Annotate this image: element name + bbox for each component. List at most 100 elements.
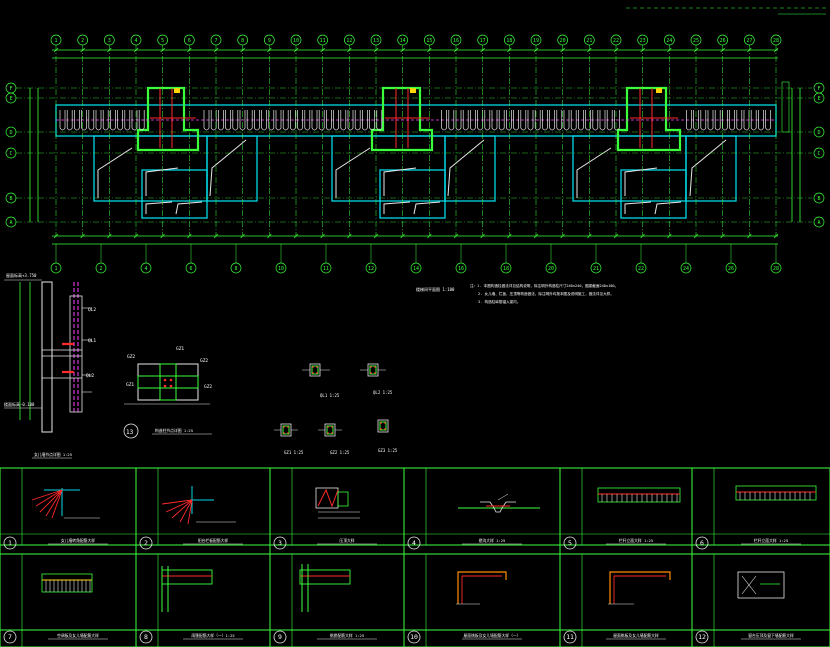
axis-label-bottom: 18 bbox=[503, 266, 509, 272]
axis-bubble-top bbox=[450, 34, 462, 46]
detail-caption: 屋面挑板及女儿墙配筋大样 bbox=[613, 633, 659, 638]
gz2-caption: GZ2 1:25 bbox=[330, 450, 350, 455]
axis-label-row: F bbox=[9, 86, 12, 92]
axis-label-top: 12 bbox=[346, 38, 352, 44]
detail-caption: 女儿墙转角配筋大样 bbox=[61, 538, 95, 543]
axis-label-row: D bbox=[817, 130, 820, 136]
detail-caption: 栏杆立面大样 1:25 bbox=[619, 538, 653, 543]
detail-13-marker bbox=[123, 423, 139, 439]
axis-label-row: A bbox=[817, 220, 820, 226]
axis-bubble-row bbox=[813, 216, 825, 228]
axis-label-bottom: 16 bbox=[458, 266, 464, 272]
detail-caption: 栏杆立面大样 1:25 bbox=[754, 538, 788, 543]
note-2: 2. 女儿墙、栏板、压顶等构造做法，除注明外均按本图及说明施工，做法详见大样。 bbox=[478, 291, 614, 296]
axis-bubble-top bbox=[50, 34, 62, 46]
axis-bubble-top bbox=[717, 34, 729, 46]
beam-column-sections: QL1 1:25 QL2 1:25 GZ1 1:25 GZ2 1:25 GZ3 … bbox=[274, 363, 398, 455]
detail-caption: 檐沟大样 1:25 bbox=[479, 538, 506, 543]
detail-number-marker bbox=[695, 536, 709, 550]
axis-label-top: 10 bbox=[293, 38, 299, 44]
axis-label-row: B bbox=[817, 196, 820, 202]
axis-label-bottom: 2 bbox=[99, 266, 102, 272]
gz-label-4: GZ1 bbox=[126, 382, 134, 388]
axis-bubble-top bbox=[290, 34, 302, 46]
detail-number-marker bbox=[563, 630, 577, 644]
ql1-caption: QL1 1:25 bbox=[320, 393, 340, 398]
plan-caption: 楼梯间平面图 1:100 bbox=[416, 286, 455, 292]
detail-number-marker bbox=[3, 536, 17, 550]
ql2-caption: QL2 1:25 bbox=[373, 390, 393, 395]
axis-bubble-top bbox=[130, 34, 142, 46]
axis-label-top: 27 bbox=[746, 38, 752, 44]
axis-label-bottom: 8 bbox=[234, 266, 237, 272]
axis-label-bottom: 28 bbox=[773, 266, 779, 272]
detail-number-marker bbox=[407, 536, 421, 550]
axis-bubble-top bbox=[157, 34, 169, 46]
gz-label-2: GZ1 bbox=[176, 346, 184, 352]
detail-number-marker bbox=[139, 536, 153, 550]
axis-label-top: 13 bbox=[373, 38, 379, 44]
axis-bubble-top bbox=[263, 34, 275, 46]
detail-number: 5 bbox=[568, 539, 572, 547]
axis-bubble-top bbox=[663, 34, 675, 46]
detail-number: 9 bbox=[278, 633, 282, 641]
detail-number: 3 bbox=[278, 539, 282, 547]
axis-bubble-row bbox=[5, 147, 17, 159]
axis-bubble-top bbox=[583, 34, 595, 46]
axis-bubble-top bbox=[77, 34, 89, 46]
axis-label-bottom: 24 bbox=[683, 266, 689, 272]
detail-number: 11 bbox=[566, 633, 574, 641]
axis-label-bottom: 21 bbox=[593, 266, 599, 272]
detail-number: 7 bbox=[8, 633, 12, 641]
axis-bubble-top bbox=[557, 34, 569, 46]
axis-label-top: 15 bbox=[426, 38, 432, 44]
axis-label-top: 21 bbox=[586, 38, 592, 44]
axis-bubble-top bbox=[103, 34, 115, 46]
detail-number-marker bbox=[407, 630, 421, 644]
top-level-label: 屋面标高+3.750 bbox=[6, 272, 37, 278]
detail-caption: 雨篷配筋大样（一）1:25 bbox=[191, 633, 234, 638]
axis-label-top: 14 bbox=[400, 38, 406, 44]
detail-number-marker bbox=[273, 630, 287, 644]
axis-bubble-top bbox=[317, 34, 329, 46]
detail-number: 1 bbox=[8, 539, 12, 547]
axis-bubble-top bbox=[183, 34, 195, 46]
detail-number-marker bbox=[695, 630, 709, 644]
axis-bubble-row bbox=[5, 126, 17, 138]
axis-bubble-top bbox=[370, 34, 382, 46]
axis-bubble-row bbox=[813, 126, 825, 138]
detail-caption: 窗台压顶及窗下墙配筋大样 bbox=[748, 633, 794, 638]
axis-label-row: F bbox=[817, 86, 820, 92]
bottom-level-label: 楼面标高-0.100 bbox=[4, 401, 35, 407]
note-1: 注：1. 本图构造柱做法详见结构说明，除注明外构造柱尺寸240x240，圈梁截面… bbox=[470, 283, 618, 288]
detail-caption: 空调板及女儿墙配筋大样 bbox=[57, 633, 99, 638]
axis-label-bottom: 10 bbox=[278, 266, 284, 272]
detail-caption: 挑檐配筋大样 1:25 bbox=[330, 633, 364, 638]
axis-label-top: 23 bbox=[640, 38, 646, 44]
notes: 注：1. 本图构造柱做法详见结构说明，除注明外构造柱尺寸240x240，圈梁截面… bbox=[470, 283, 618, 304]
note-3: 3. 构造柱纵筋锚入梁内。 bbox=[478, 299, 520, 304]
axis-label-bottom: 26 bbox=[728, 266, 734, 272]
parapet-section-detail: 屋面标高+3.750 楼面标高-0.100 QL2 QL1 QL2 女儿墙节点详… bbox=[4, 272, 96, 459]
axis-label-top: 7 bbox=[214, 38, 217, 44]
axis-bubble-row bbox=[5, 92, 17, 104]
detail-number: 12 bbox=[698, 633, 706, 641]
detail-number-marker bbox=[3, 630, 17, 644]
axis-bubble-top bbox=[530, 34, 542, 46]
axis-bubble-top bbox=[397, 34, 409, 46]
axis-label-bottom: 11 bbox=[323, 266, 329, 272]
detail-number: 6 bbox=[700, 539, 704, 547]
axis-label-top: 6 bbox=[188, 38, 191, 44]
axis-label-row: D bbox=[9, 130, 12, 136]
axis-label-row: C bbox=[817, 151, 820, 157]
axis-label-bottom: 20 bbox=[548, 266, 554, 272]
detail-caption: 压顶大样 bbox=[339, 538, 354, 543]
axis-label-row: E bbox=[9, 96, 12, 102]
gz-label-5: GZ2 bbox=[204, 384, 212, 390]
axis-bubble-top bbox=[423, 34, 435, 46]
detail-number: 10 bbox=[410, 633, 418, 641]
ql2-label-b: QL2 bbox=[86, 373, 94, 379]
